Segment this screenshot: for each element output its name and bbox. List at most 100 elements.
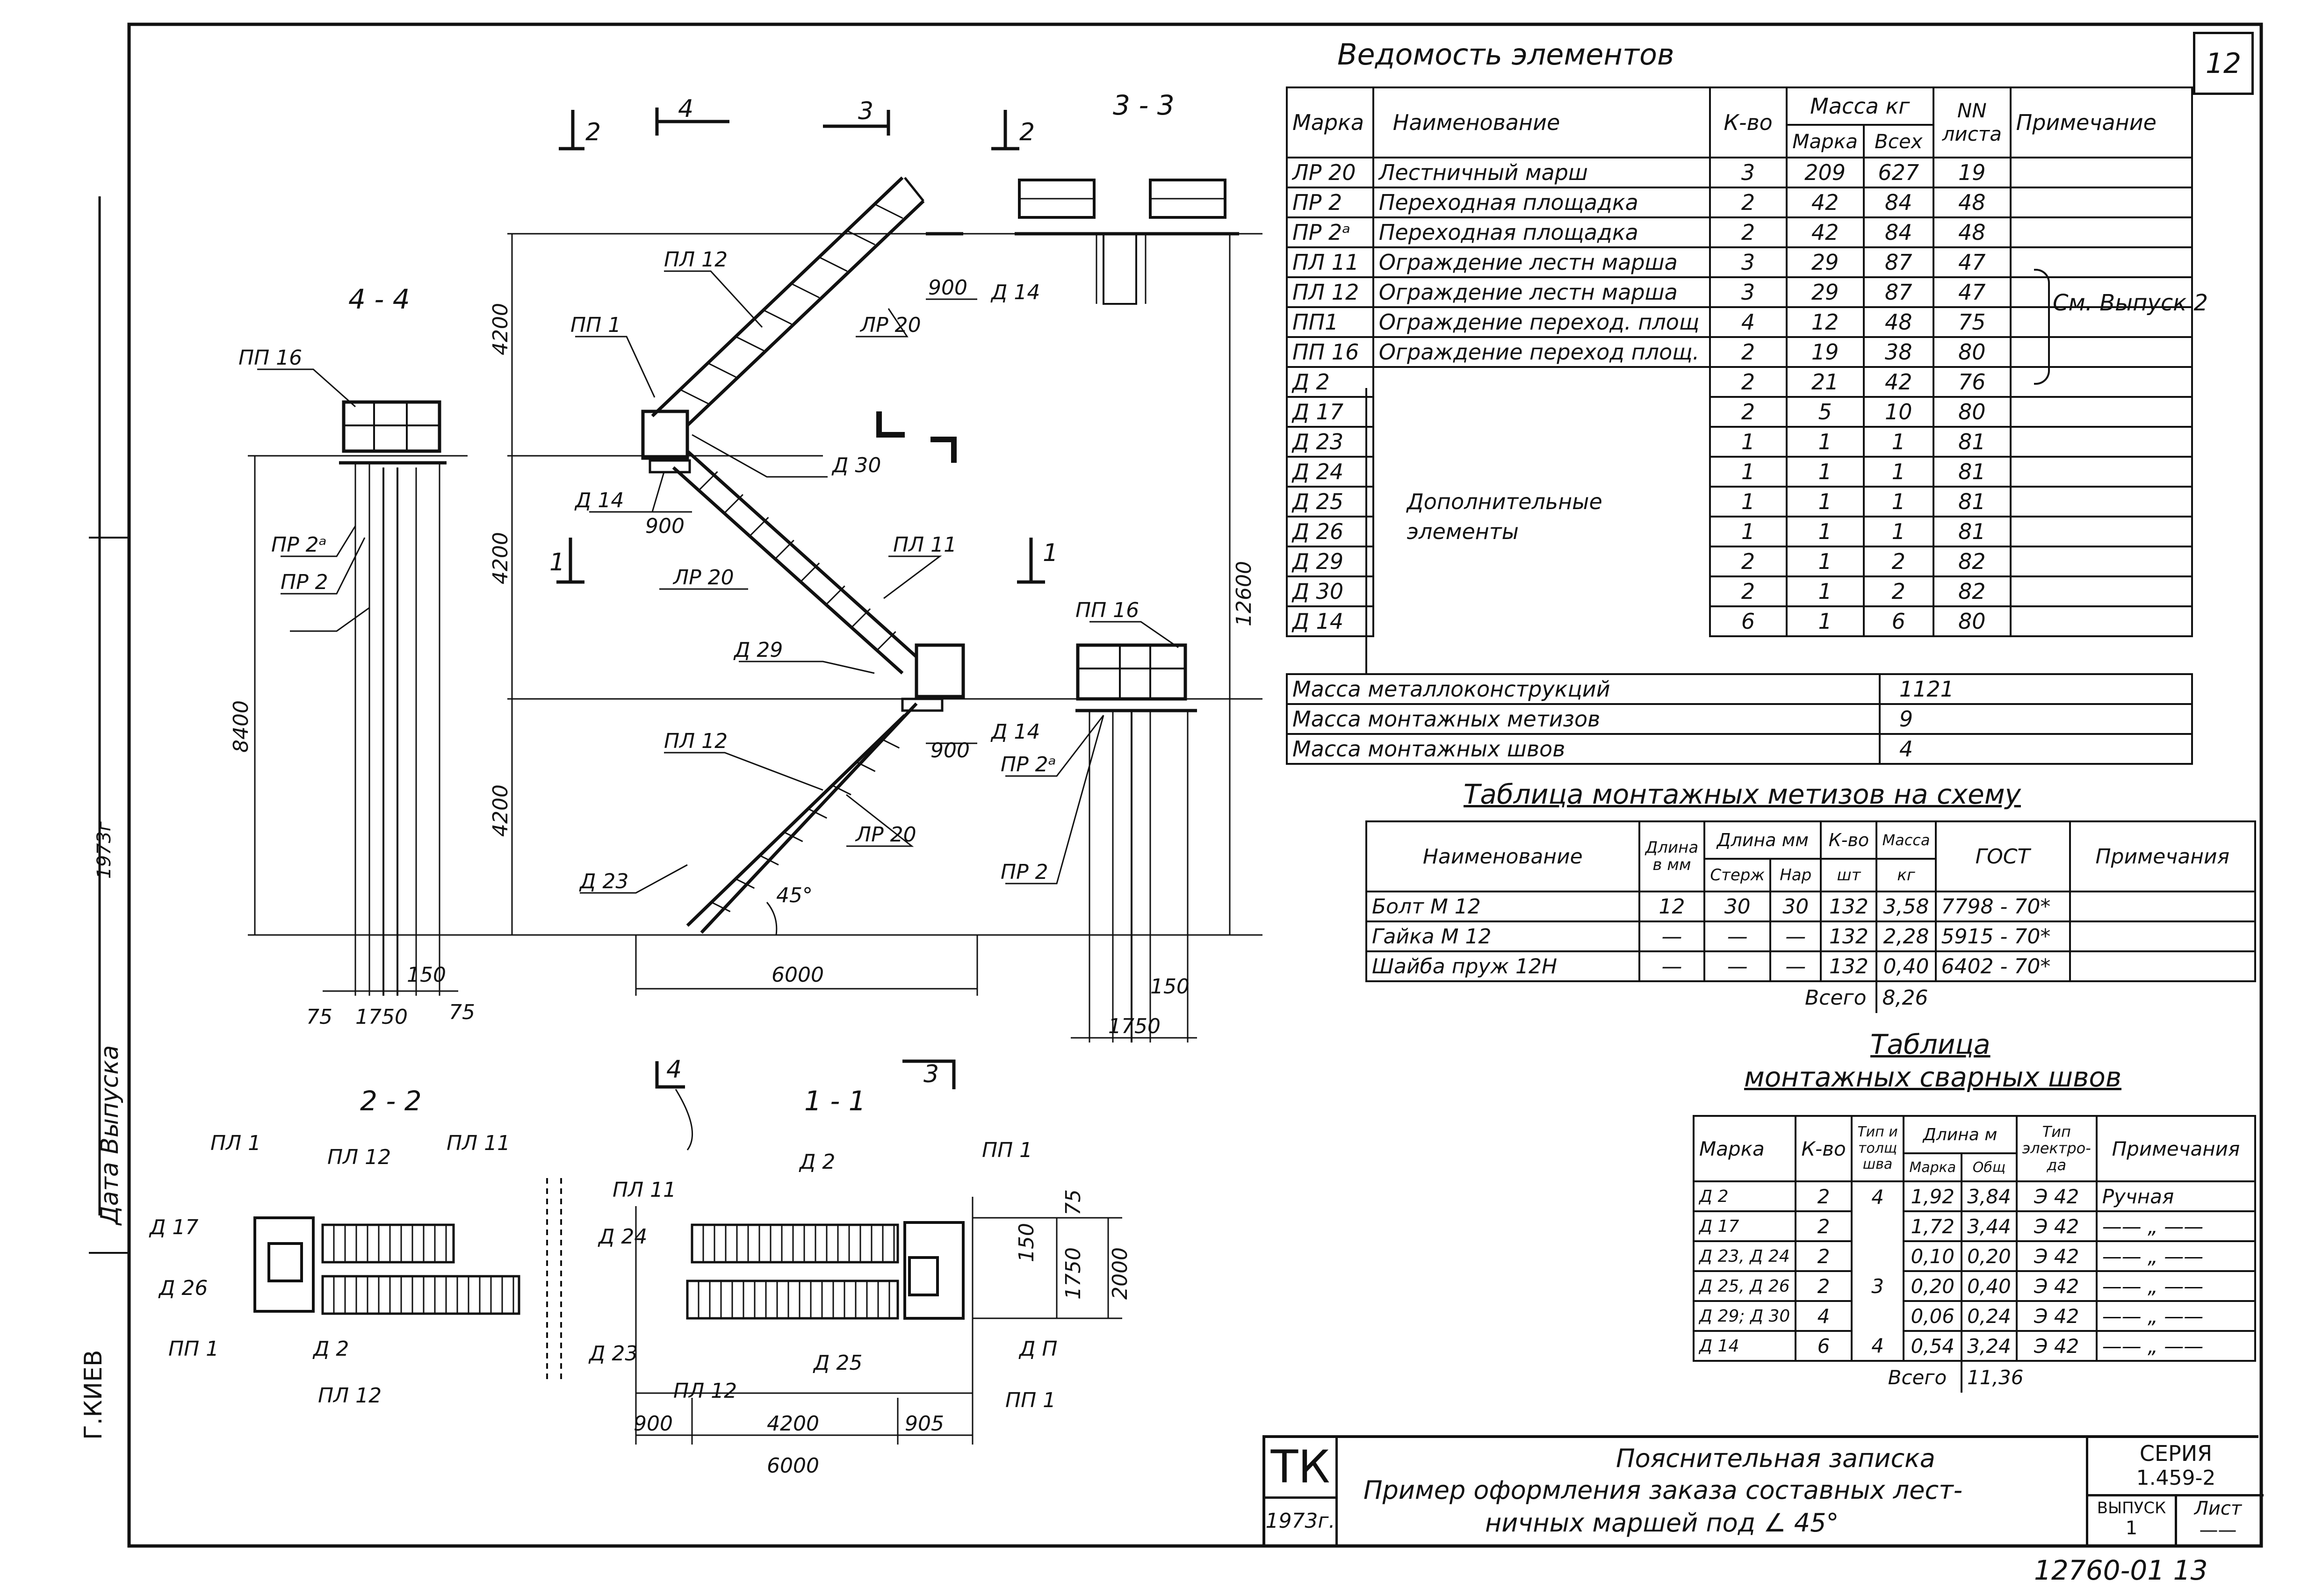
cut-mark-1b: 1 bbox=[1043, 539, 1058, 567]
tb-issue-value: 1 bbox=[2125, 1517, 2138, 1539]
stair-tread-line bbox=[851, 608, 871, 628]
fastener-rod: — bbox=[1703, 950, 1772, 982]
element-mark: Д 14 bbox=[1286, 605, 1374, 637]
element-qty: 1 bbox=[1709, 456, 1788, 488]
element-mark: ПЛ 11 bbox=[1286, 246, 1374, 278]
element-name: Переходная площадка bbox=[1372, 187, 1711, 218]
label-d24: Д 24 bbox=[598, 1225, 647, 1249]
fh-qty-unit: шт bbox=[1820, 858, 1878, 892]
element-mass-unit: 29 bbox=[1785, 246, 1865, 278]
element-mark: Д 23 bbox=[1286, 426, 1374, 458]
cut-mark-3: 3 bbox=[858, 97, 873, 125]
section-label-1-1: 1 - 1 bbox=[804, 1085, 866, 1117]
section-label-2-2: 2 - 2 bbox=[360, 1085, 422, 1117]
stair-tread-line bbox=[800, 562, 820, 582]
totals-value: 1121 bbox=[1878, 673, 2193, 705]
weld-qty: 2 bbox=[1795, 1270, 1853, 1302]
wh-note: Примечания bbox=[2095, 1115, 2257, 1182]
element-mass-unit: 21 bbox=[1785, 366, 1865, 398]
element-qty: 2 bbox=[1709, 546, 1788, 577]
weld-qty: 2 bbox=[1795, 1180, 1853, 1212]
stair-tread-line bbox=[808, 808, 828, 819]
element-note bbox=[2009, 396, 2193, 428]
label-pl11-s: ПЛ 11 bbox=[447, 1131, 510, 1155]
cut-mark-1: 1 bbox=[549, 548, 565, 576]
label-dp: Д П bbox=[1018, 1337, 1057, 1361]
element-mark: Д 2 bbox=[1286, 366, 1374, 398]
fasteners-total-label: Всего bbox=[1366, 980, 1877, 1013]
weld-note: —— „ —— bbox=[2095, 1240, 2257, 1272]
weld-type bbox=[1850, 1301, 1905, 1331]
element-mass-total: 42 bbox=[1862, 366, 1934, 398]
fastener-note bbox=[2069, 891, 2257, 922]
brace-additional bbox=[1365, 388, 1381, 675]
element-mass-total: 6 bbox=[1862, 605, 1934, 637]
element-note bbox=[2009, 605, 2193, 637]
element-mass-total: 84 bbox=[1862, 216, 1934, 248]
element-qty: 3 bbox=[1709, 246, 1788, 278]
sheet-number: 12 bbox=[2205, 47, 2242, 80]
right-elevation bbox=[1071, 621, 1197, 1042]
element-name bbox=[1372, 606, 1711, 636]
label-pp1-t2: ПП 1 bbox=[1005, 1388, 1056, 1412]
elevation-view bbox=[248, 108, 1262, 1150]
wh-electrode: Тип электро- да bbox=[2015, 1115, 2098, 1182]
label-pp16-a: ПП 16 bbox=[238, 346, 302, 370]
weld-len-mark: 0,54 bbox=[1903, 1330, 1963, 1362]
label-d14-b: Д 14 bbox=[990, 720, 1040, 744]
side-label-date-issue: Дата Выпуска bbox=[96, 1045, 124, 1225]
element-note bbox=[2009, 456, 2193, 488]
tb-line3: ничных маршей под ∠ 45° bbox=[1485, 1508, 1839, 1538]
fastener-thread: — bbox=[1769, 920, 1822, 952]
fasteners-table: Наименование Длина в мм Длина мм К-во Ма… bbox=[1365, 820, 2257, 1013]
fh-name: Наименование bbox=[1365, 820, 1640, 892]
element-mass-unit: 209 bbox=[1785, 157, 1865, 188]
element-name bbox=[1372, 576, 1711, 606]
stair-tread-line bbox=[876, 631, 896, 651]
totals-value: 9 bbox=[1878, 703, 2193, 735]
dim-4200-3: 4200 bbox=[489, 784, 512, 837]
dim-b6000: 6000 bbox=[767, 1454, 819, 1478]
welds-total-value: 11,36 bbox=[1961, 1360, 2255, 1393]
tb-sheet-box: Лист —— bbox=[2175, 1494, 2261, 1546]
welds-table: Марка К-во Тип и толщ шва Длина м Тип эл… bbox=[1692, 1115, 2257, 1393]
element-name: Ограждение переход. площ bbox=[1372, 306, 1711, 338]
welds-total-label: Всего bbox=[1694, 1360, 1962, 1393]
element-qty: 1 bbox=[1709, 516, 1788, 547]
section-3-3 bbox=[1015, 179, 1239, 305]
fh-mass-unit: кг bbox=[1875, 858, 1937, 892]
elements-table: Марка Наименование К-во Масса кг NN лист… bbox=[1286, 86, 2193, 637]
label-pr2: ПР 2 bbox=[281, 570, 328, 594]
stair-tread-line bbox=[791, 283, 820, 299]
tb-year: 1973г. bbox=[1265, 1496, 1338, 1546]
section-1-1 bbox=[635, 1197, 1122, 1445]
label-pr2a-b: ПР 2ᵃ bbox=[1001, 753, 1056, 776]
element-qty: 2 bbox=[1709, 575, 1788, 607]
element-mark: Д 24 bbox=[1286, 456, 1374, 488]
label-pp1-s: ПП 1 bbox=[168, 1337, 219, 1361]
element-qty: 1 bbox=[1709, 486, 1788, 518]
label-d14-left: Д 14 bbox=[574, 489, 624, 512]
dim-r2000: 2000 bbox=[1108, 1247, 1132, 1300]
weld-len-mark: 1,92 bbox=[1903, 1180, 1963, 1212]
element-sheet: 48 bbox=[1932, 216, 2012, 248]
stair-tread-line bbox=[735, 336, 765, 352]
element-name: Лестничный марш bbox=[1372, 157, 1711, 188]
wh-type: Тип и толщ шва bbox=[1850, 1115, 1905, 1182]
weld-qty: 6 bbox=[1795, 1330, 1853, 1362]
stair-tread-line bbox=[783, 831, 803, 842]
element-mark: ПЛ 12 bbox=[1286, 276, 1374, 308]
element-note bbox=[2009, 486, 2193, 518]
label-d17: Д 17 bbox=[149, 1215, 198, 1239]
element-mark: Д 25 bbox=[1286, 486, 1374, 518]
stair-tread-line bbox=[774, 539, 794, 560]
fastener-name: Гайка М 12 bbox=[1365, 920, 1640, 952]
